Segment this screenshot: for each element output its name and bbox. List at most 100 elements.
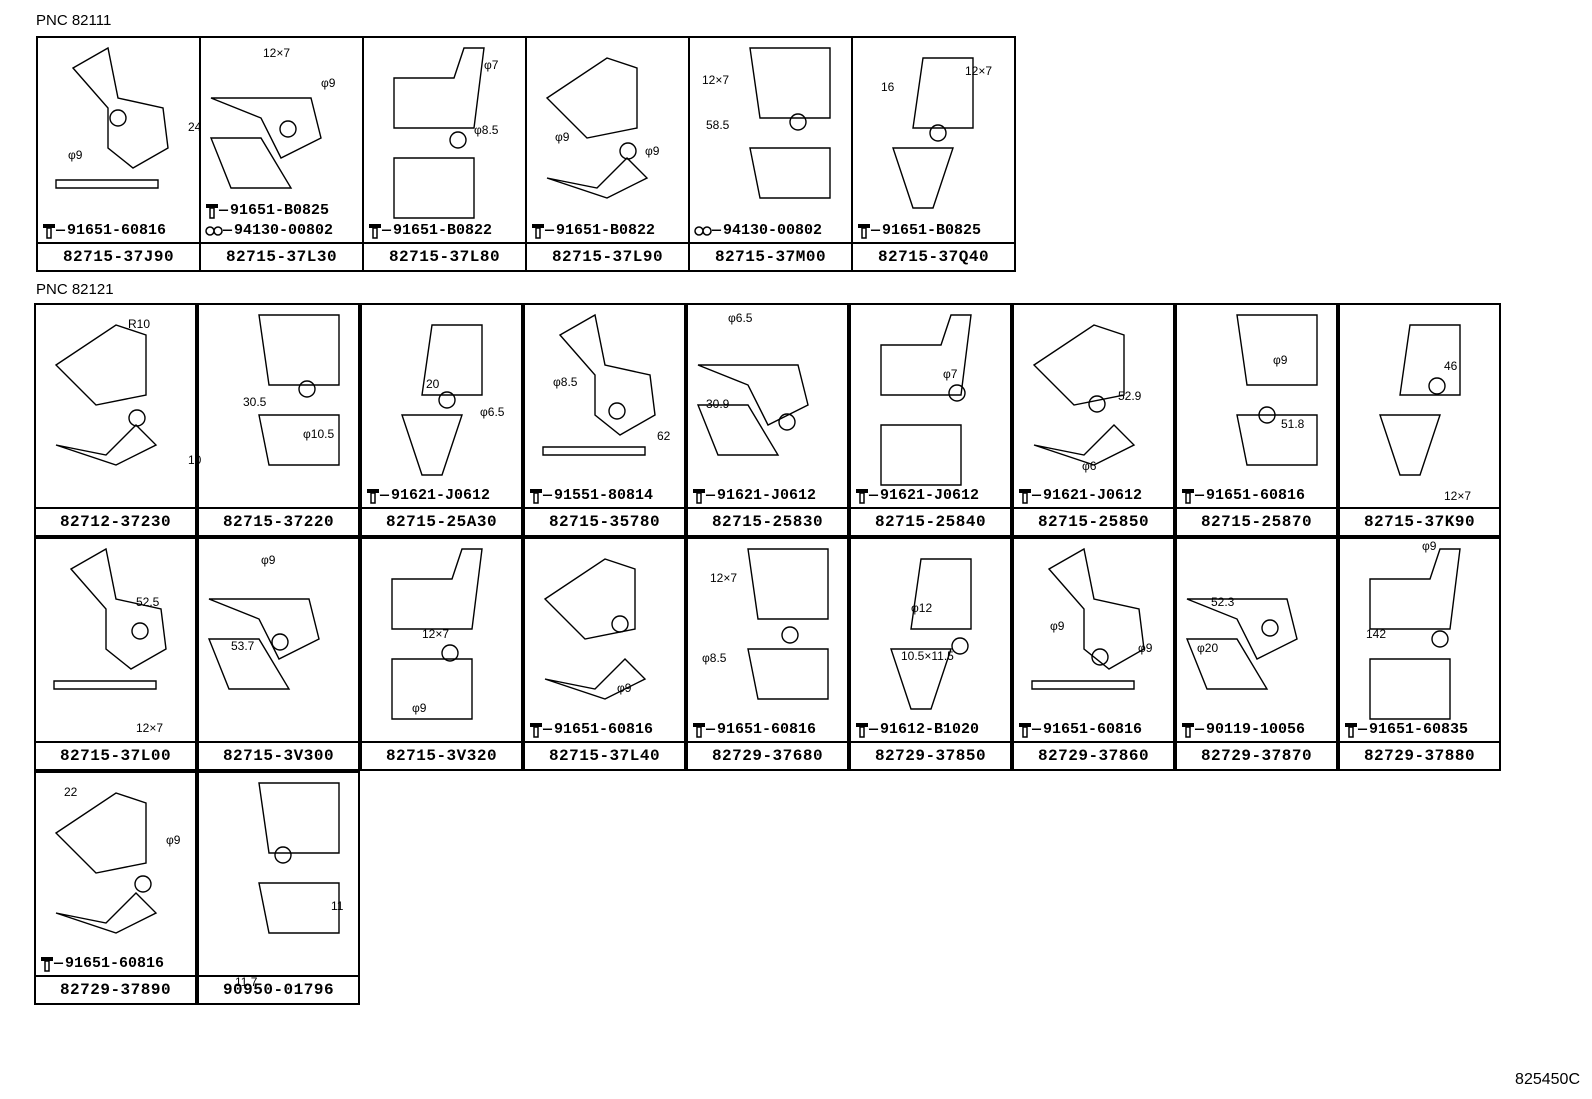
part-hole	[1261, 619, 1279, 637]
part-number: 82715-25850	[1014, 507, 1173, 535]
fastener-callout: —94130-00802	[694, 222, 822, 239]
dimension-label: 12×7	[263, 46, 291, 60]
part-number: 90950-01796	[199, 975, 358, 1003]
part-drawing	[393, 47, 485, 219]
fastener-callout: —90119-10056	[1181, 721, 1305, 738]
fastener-part-number: 91651-60816	[65, 955, 165, 972]
dimension-label: 11	[331, 899, 344, 913]
part-number: 82712-37230	[36, 507, 195, 535]
part-number: 82715-37L30	[201, 242, 362, 270]
part-illustration	[54, 792, 158, 934]
fastener-part-number: 90119-10056	[1206, 721, 1306, 738]
part-hole	[131, 622, 149, 640]
part-drawing	[892, 57, 974, 209]
part-drawing	[1185, 598, 1298, 690]
part-hole	[438, 391, 456, 409]
dimension-label: 10.5×11.5	[901, 649, 954, 663]
part-illustration	[391, 548, 483, 720]
dimension-label: 12×7	[136, 721, 164, 735]
dimension-label: φ10.5	[303, 427, 335, 441]
clip-icon	[205, 225, 223, 236]
part-illustration	[258, 314, 340, 466]
fastener-part-number: 91651-60835	[1369, 721, 1469, 738]
part-hole	[951, 637, 969, 655]
part-number: 82715-37L40	[525, 741, 684, 769]
dimension-label: φ9	[645, 144, 660, 158]
dimension-label: 12×7	[702, 73, 730, 87]
section-label-82111: PNC 82111	[36, 12, 112, 29]
bolt-icon	[532, 223, 544, 239]
fastener-callout: —91612-B1020	[855, 721, 979, 738]
part-number: 82715-37L90	[527, 242, 688, 270]
part-hole	[279, 120, 297, 138]
fastener-part-number: 91651-60816	[717, 721, 817, 738]
fastener-callout: —91651-B0825	[857, 222, 981, 239]
part-hole	[109, 109, 127, 127]
part-hole	[449, 131, 467, 149]
fastener-callout: —91621-J0612	[855, 487, 979, 504]
fastener-part-number: 91651-60816	[1206, 487, 1306, 504]
part-illustration	[1369, 548, 1461, 720]
part-hole	[134, 875, 152, 893]
bolt-icon	[206, 203, 218, 219]
fastener-callout: —91621-J0612	[692, 487, 816, 504]
part-cell: φ7 —91621-J0612 82715-25840	[849, 303, 1012, 537]
bolt-icon	[530, 722, 542, 738]
dimension-label: φ6.5	[480, 405, 505, 419]
part-illustration	[393, 47, 485, 219]
part-illustration	[54, 324, 158, 466]
fastener-callout: —94130-00802	[205, 222, 333, 239]
section-label-82121: PNC 82121	[36, 281, 114, 298]
dimension-label: φ9	[1422, 539, 1437, 553]
fastener-part-number: 91612-B1020	[880, 721, 980, 738]
fastener-part-number: 91651-60816	[67, 222, 167, 239]
fastener-callout: —91651-B0822	[531, 222, 655, 239]
part-drawing	[401, 324, 483, 476]
part-number: 82715-25830	[688, 507, 847, 535]
fastener-callout: —91551-80814	[529, 487, 653, 504]
dimension-label: φ8.5	[553, 375, 578, 389]
part-number: 82729-37680	[688, 741, 847, 769]
fastener-callout: —91651-60816	[42, 222, 166, 239]
part-illustration	[696, 364, 809, 456]
part-hole	[608, 402, 626, 420]
dimension-label: φ9	[555, 130, 570, 144]
dimension-label: φ7	[943, 367, 958, 381]
part-number: 82715-25A30	[362, 507, 521, 535]
dimension-label: φ9	[412, 701, 427, 715]
part-number: 82729-37870	[1177, 741, 1336, 769]
fastener-part-number: 91651-B0825	[882, 222, 982, 239]
dimension-label: 62	[657, 429, 671, 443]
part-hole	[274, 846, 292, 864]
bolt-icon	[369, 223, 381, 239]
part-drawing	[55, 46, 169, 189]
fastener-part-number: 91551-80814	[554, 487, 654, 504]
fastener-part-number: 91621-J0612	[717, 487, 817, 504]
part-illustration	[401, 324, 483, 476]
part-drawing	[1379, 324, 1461, 476]
part-number: 82715-25840	[851, 507, 1010, 535]
dimension-label: 46	[1444, 359, 1458, 373]
part-hole	[619, 142, 637, 160]
part-illustration	[880, 314, 972, 486]
part-hole	[948, 384, 966, 402]
part-cell: φ9 φ9 —91651-B0822 82715-37L90	[527, 38, 690, 272]
part-drawing	[749, 47, 831, 199]
part-drawing	[696, 364, 809, 456]
part-drawing	[542, 313, 656, 456]
part-drawing	[890, 558, 972, 710]
part-illustration	[1236, 314, 1318, 466]
fastener-callout: —91651-60816	[529, 721, 653, 738]
part-hole	[1088, 395, 1106, 413]
part-number: 82715-37K90	[1340, 507, 1499, 535]
